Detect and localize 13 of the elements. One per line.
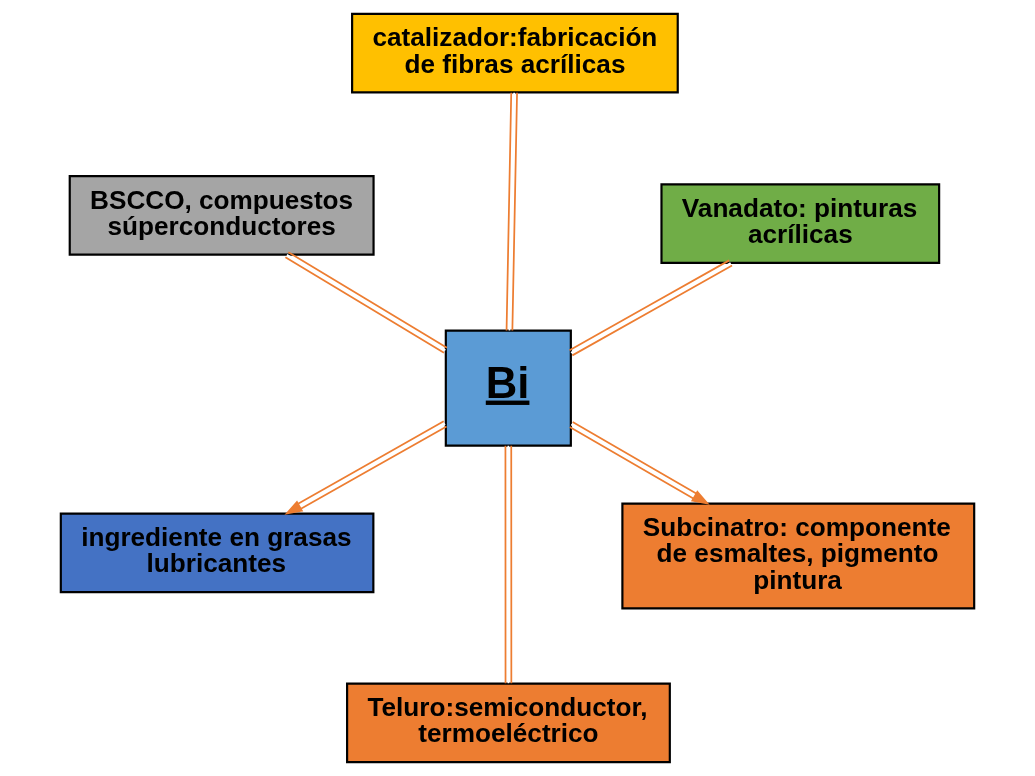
arrow [284,420,448,515]
arrow [568,421,710,505]
connector [284,251,448,354]
connector [505,91,518,332]
connector [504,444,513,685]
node-box: Teluro:semiconductor, termoeléctrico [346,682,671,764]
node-box: Subcinatro: componente de esmaltes, pigmento pintura [621,502,976,610]
node-box: BSCCO, compuestos súperconductores [68,175,375,256]
node-box: ingrediente en grasas lubricantes [59,512,375,594]
node-box: Bi [444,329,572,447]
node-box: catalizador:fabricación de fibras acrílicas [351,12,679,94]
node-box: Vanadato: pinturas acrílicas [660,183,941,264]
connector [568,259,733,357]
